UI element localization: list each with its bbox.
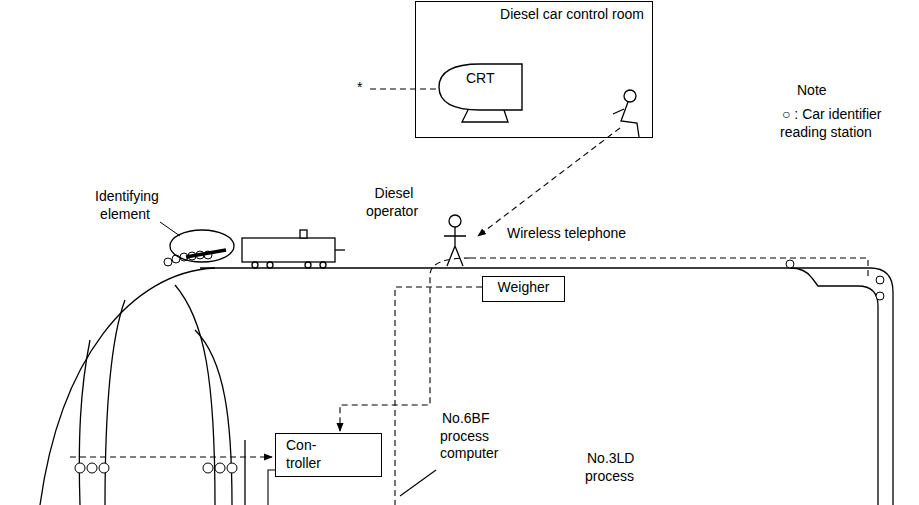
signal-line — [70, 89, 868, 505]
note-mark: * — [355, 79, 364, 95]
node-text: Weigher — [483, 277, 564, 299]
rail-track — [40, 268, 893, 505]
weigher-box: Weigher — [482, 276, 565, 302]
legend-note: ○ : Car identifier reading station — [780, 106, 882, 140]
node-text: Con- troller — [276, 434, 338, 472]
reading-station — [75, 251, 884, 473]
crt-monitor: CRT — [438, 60, 523, 124]
person-figure — [444, 90, 639, 266]
control-room: Diesel car control roomCRT — [415, 1, 653, 138]
leader-line — [268, 470, 436, 505]
process-label: No.3LD process — [585, 450, 636, 484]
computer-label: No.6BF process computer — [440, 410, 500, 461]
crt-outline — [438, 60, 523, 124]
diesel-locomotive — [242, 230, 345, 268]
note-heading: Note — [795, 82, 829, 98]
link-label: Wireless telephone — [505, 225, 628, 241]
controller-box: Con- troller — [275, 433, 382, 477]
node-text: Diesel car control room — [494, 6, 644, 24]
node-text: CRT — [466, 70, 495, 88]
identifying-element — [160, 222, 234, 262]
part-label: Identifying element — [93, 188, 159, 222]
operator-label: Diesel operator — [366, 185, 420, 219]
